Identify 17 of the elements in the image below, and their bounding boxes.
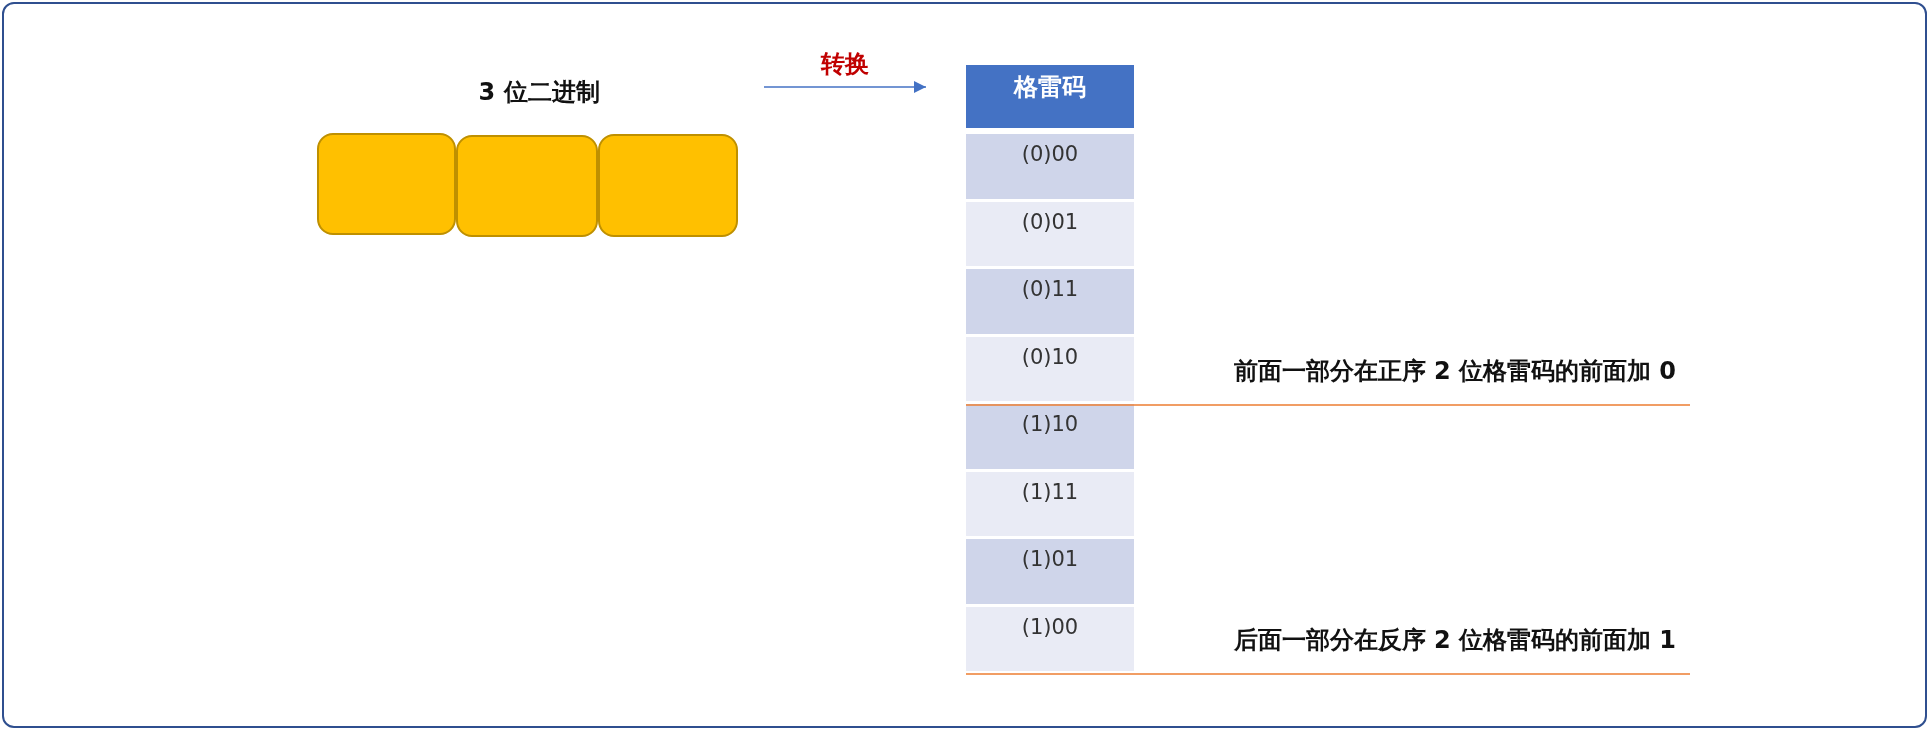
arrow [763, 81, 927, 93]
table-cell: (0)10 [966, 336, 1134, 401]
table-cell: (1)11 [966, 471, 1134, 536]
table-cell: (1)00 [966, 606, 1134, 671]
table-cell: (1)01 [966, 539, 1134, 604]
table-cell: (0)00 [966, 134, 1134, 199]
table-cell: (1)10 [966, 404, 1134, 469]
note-text: 前面一部分在正序 2 位格雷码的前面加 0 [1233, 356, 1676, 387]
note-text: 后面一部分在反序 2 位格雷码的前面加 1 [1233, 625, 1676, 656]
table-cell: (0)01 [966, 201, 1134, 266]
heading: 3 位二进制 [477, 77, 601, 108]
table-cell: (0)11 [966, 269, 1134, 334]
bit-box [317, 133, 456, 235]
edge-label: 转换 [819, 49, 870, 80]
table-header: 格雷码 [966, 65, 1134, 128]
bit-box [598, 134, 738, 237]
bit-box [456, 135, 598, 237]
